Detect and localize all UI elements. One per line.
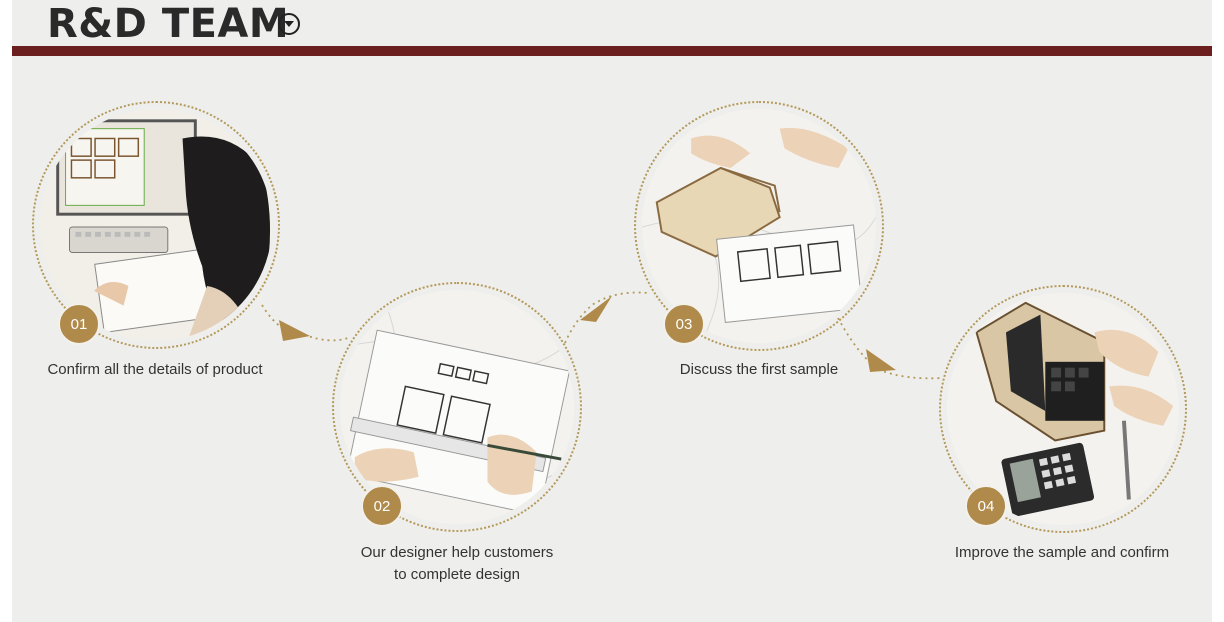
step-2-photo: [340, 290, 574, 524]
step-2-caption: Our designer help customers to complete …: [332, 542, 582, 586]
step-4-number: 04: [965, 485, 1007, 527]
step-1-caption: Confirm all the details of product: [47, 361, 263, 378]
step-3-caption: Discuss the first sample: [679, 361, 839, 378]
step-4-photo-frame: [939, 285, 1187, 533]
step-4-caption: Improve the sample and confirm: [954, 544, 1170, 561]
step-3-number: 03: [663, 303, 705, 345]
improve-sample-image: [947, 293, 1179, 525]
step-1-photo: [40, 109, 272, 341]
step-4-photo: [947, 293, 1179, 525]
page-title: R&D TEAM: [47, 1, 290, 47]
drawing-design-image: [340, 290, 574, 524]
header-divider: [12, 46, 1212, 56]
chevron-circle-down-icon[interactable]: [277, 12, 301, 36]
step-2-photo-frame: [332, 282, 582, 532]
step-2-number: 02: [361, 485, 403, 527]
step-1-photo-frame: [32, 101, 280, 349]
step-2-caption-line-2: to complete design: [394, 566, 520, 583]
step-2-caption-line-1: Our designer help customers: [360, 544, 554, 561]
step-1-number: 01: [58, 303, 100, 345]
designer-at-computer-image: [40, 109, 272, 341]
